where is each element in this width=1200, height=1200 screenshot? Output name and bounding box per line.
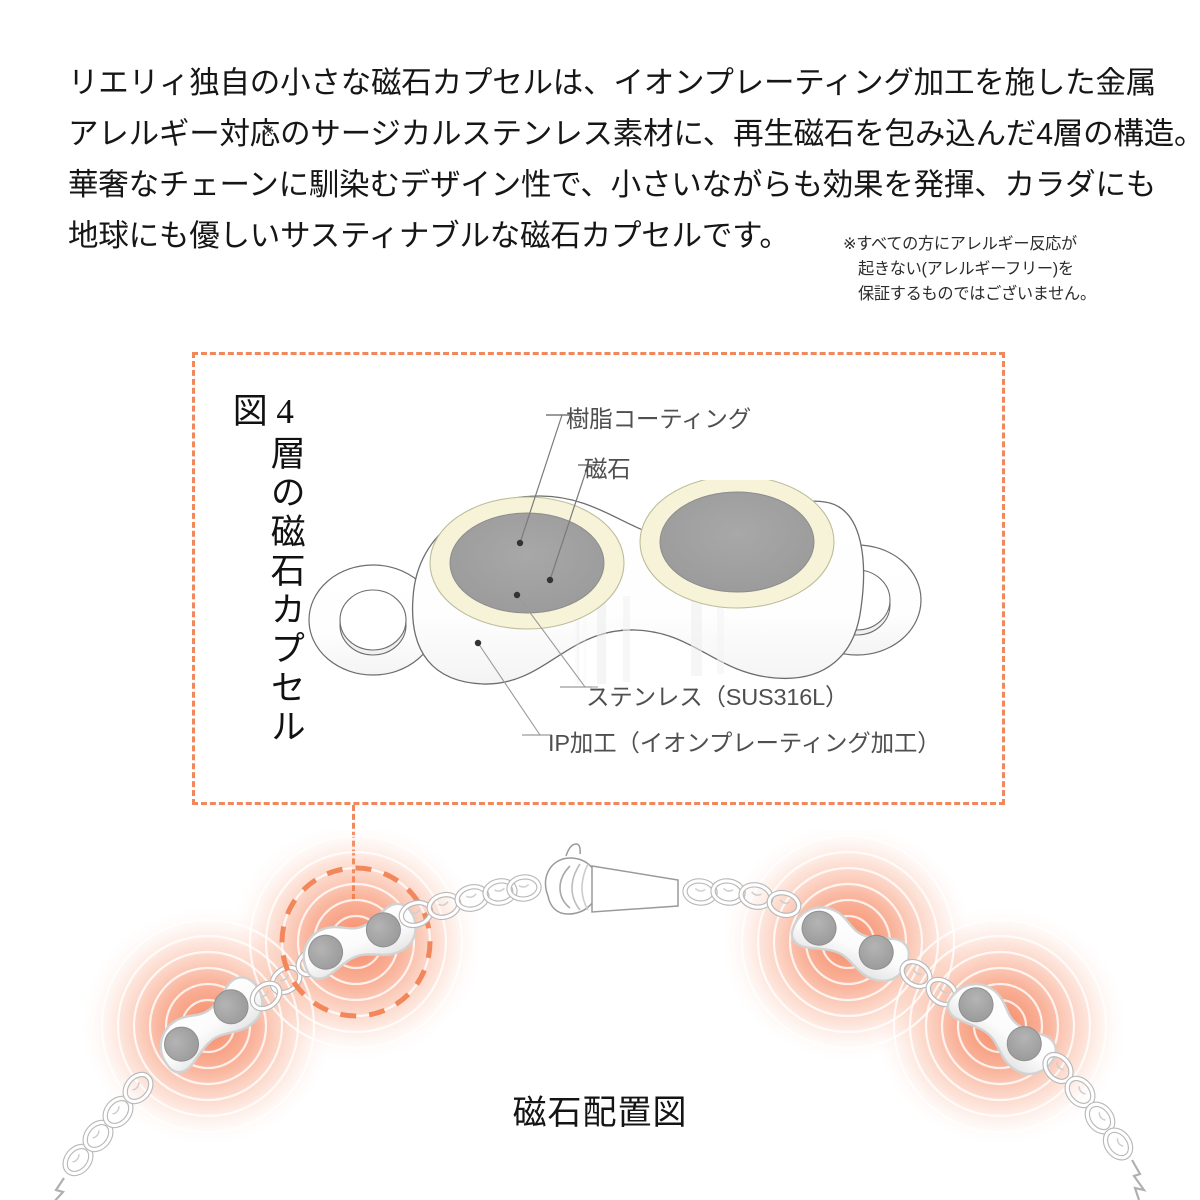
- leader-dot-resin: [516, 539, 524, 547]
- capsule-cross-section-illustration: [308, 480, 922, 685]
- chain-right-tail: [1040, 1049, 1147, 1200]
- footnote-line-2: 起きない(アレルギーフリー)を: [858, 260, 1074, 278]
- leader-dot-ip: [474, 639, 482, 647]
- capsule-left-eyelet: [308, 564, 438, 676]
- leader-line-resin: [519, 414, 563, 544]
- footnote-line-3: 保証するものではございません。: [858, 285, 1096, 303]
- label-resin-coating: 樹脂コーティング: [566, 406, 751, 432]
- leader-dot-stainless: [513, 591, 521, 599]
- diagram-leader-lines: [474, 414, 600, 736]
- capsule-right-magnet: [659, 491, 815, 593]
- allergy-asterisk-mark: ※: [262, 123, 275, 140]
- intro-line-4: 地球にも優しいサスティナブルな磁石カプセルです。: [68, 219, 790, 253]
- bracelet-caption: 磁石配置図: [512, 1094, 688, 1132]
- leader-line-stainless: [516, 594, 598, 688]
- capsule-right-cavity: [639, 480, 835, 609]
- bracelet-diagram: [54, 830, 1147, 1200]
- intro-line-1: リエリィ独自の小さな磁石カプセルは、イオンプレーティング加工を施した金属: [68, 66, 1157, 100]
- intro-paragraph: リエリィ独自の小さな磁石カプセルは、イオンプレーティング加工を施した金属 アレル…: [68, 58, 1200, 262]
- chain-end-tip: [1131, 1159, 1147, 1200]
- leader-line-ip: [477, 642, 550, 736]
- capsule-highlight-circle: [279, 865, 433, 1019]
- label-magnet: 磁石: [584, 456, 631, 482]
- allergy-footnote: ※すべての方にアレルギー反応が 起きない(アレルギーフリー)を 保証するものでは…: [843, 232, 1143, 307]
- intro-line-2-text: アレルギー対応のサージカルステンレス素材に、再生磁石を包み込んだ4層の構造。: [68, 117, 1200, 151]
- intro-line-2: アレルギー対応のサージカルステンレス素材に、再生磁石を包み込んだ4層の構造。: [68, 109, 1200, 160]
- leader-dot-magnet: [546, 576, 554, 584]
- label-ip-coating: IP加工（イオンプレーティング加工）: [548, 730, 941, 756]
- footnote-line-1: ※すべての方にアレルギー反応が: [843, 235, 1077, 253]
- chain-end-tip-left: [54, 1177, 66, 1200]
- capsule-left-magnet: [449, 512, 605, 614]
- label-stainless: ステンレス（SUS316L）: [586, 684, 849, 710]
- capsule-left-cavity: [429, 496, 625, 630]
- intro-line-3: 華奢なチェーンに馴染むデザイン性で、小さいながらも効果を発揮、カラダにも: [68, 168, 1157, 202]
- bracelet-clasp: [508, 843, 744, 915]
- diagram-vertical-title: 4層の磁石カプセル図: [227, 392, 305, 747]
